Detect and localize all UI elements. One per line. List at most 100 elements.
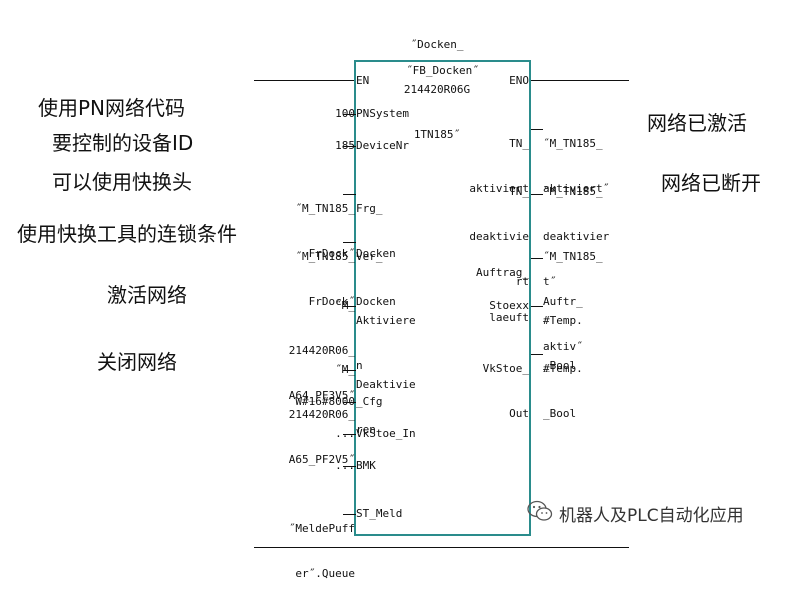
annotation-device-id: 要控制的设备ID <box>52 131 194 155</box>
output-wire <box>531 306 543 307</box>
pin-text: Auftrag_ <box>476 266 529 279</box>
pin-text: _Cfg <box>356 395 383 408</box>
actual-text: 185 <box>335 139 355 152</box>
wechat-icon <box>527 500 553 526</box>
input-pin-frg-docken[interactable]: Frg_ Docken <box>356 171 396 276</box>
input-wire <box>343 306 356 307</box>
annotation-pn-network-code: 使用PN网络代码 <box>38 96 186 120</box>
pin-text: Stoexx <box>489 299 529 312</box>
output-actual-tn-aktiviert[interactable]: ˝M_TN185_ aktiviert˝ <box>543 106 609 211</box>
input-wire <box>343 370 356 371</box>
annotation-activate-network: 激活网络 <box>107 283 187 307</box>
pin-text: DeviceNr <box>356 139 409 152</box>
input-actual-pnsystem[interactable]: 100 <box>335 106 355 121</box>
pin-text: VkStoe_In <box>356 427 416 440</box>
input-wire <box>343 194 356 195</box>
output-wire <box>531 129 543 130</box>
actual-text: #Temp. <box>543 314 583 327</box>
pin-text: Frg_ <box>356 202 383 215</box>
actual-text: A64_PF3V5˝ <box>288 389 355 402</box>
actual-text: ... <box>335 459 355 472</box>
output-actual-vkstoe-out[interactable]: #Temp. _Bool <box>543 331 583 436</box>
actual-text: t˝ <box>543 275 557 288</box>
actual-text: aktiv˝ <box>543 340 583 353</box>
output-pin-auftrag-laeuft[interactable]: Auftrag_ laeuft <box>476 235 529 340</box>
actual-text: aktiviert˝ <box>543 182 610 195</box>
input-pin-deaktivieren[interactable]: Deaktivie ren <box>356 347 416 452</box>
input-pin-bmk[interactable]: BMK <box>356 458 376 473</box>
annotation-close-network: 关闭网络 <box>97 350 177 374</box>
pin-text: TN_ <box>509 185 529 198</box>
actual-text: 214420R06_ <box>288 344 355 357</box>
input-actual-cfg[interactable]: W#16#8000 <box>295 394 355 409</box>
input-pin-devicenr[interactable]: DeviceNr <box>356 138 409 153</box>
input-wire <box>343 466 356 467</box>
eno-pin[interactable]: ENO <box>509 74 529 87</box>
input-wire <box>343 114 356 115</box>
input-wire <box>343 402 356 403</box>
input-pin-aktivieren[interactable]: Aktiviere n <box>356 283 416 388</box>
input-actual-vkstoe-in[interactable]: ... <box>335 426 355 441</box>
output-actual-auftrag-laeuft[interactable]: ˝M_TN185_ Auftr_ aktiv˝ <box>543 219 603 369</box>
actual-text: #Temp. <box>543 362 583 375</box>
watermark: 机器人及PLC自动化应用 <box>527 500 744 526</box>
input-pin-st-meld[interactable]: ST_Meld <box>356 506 402 521</box>
pin-text: aktiviert <box>469 182 529 195</box>
input-actual-deaktivieren[interactable]: ˝M_ 214420R06_ A65_PF2V5˝ <box>289 332 355 482</box>
output-wire <box>531 194 543 195</box>
pin-text: deaktivie <box>469 230 529 243</box>
input-actual-frg-docken[interactable]: ˝M_TN185_ FrDock˝ <box>295 171 355 276</box>
instance-db-name: ˝Docken_ 214420R06G 1TN185˝ <box>392 7 482 157</box>
function-block[interactable]: ˝FB_Docken˝ <box>354 60 531 536</box>
pin-text: Docken <box>356 247 396 260</box>
actual-text: er˝.Queue <box>295 567 355 580</box>
pin-text: VkStoe_ <box>482 362 529 375</box>
input-wire <box>343 434 356 435</box>
annotation-network-disconnected: 网络已断开 <box>661 171 761 195</box>
actual-text: ˝M_TN185_ <box>295 250 355 263</box>
input-wire <box>343 242 356 243</box>
actual-text: ... <box>335 427 355 440</box>
pin-text: Aktiviere <box>356 314 416 327</box>
pin-text: Deaktivie <box>356 378 416 391</box>
input-actual-aktivieren[interactable]: ˝M_ 214420R06_ A64_PF3V5˝ <box>289 268 355 418</box>
actual-text: 100 <box>335 107 355 120</box>
output-pin-stoexx[interactable]: Stoexx <box>489 298 529 313</box>
actual-text: ˝M_TN185_ <box>295 202 355 215</box>
actual-text: ˝M_TN185_ <box>543 250 603 263</box>
en-pin[interactable]: EN <box>356 74 370 87</box>
top-rail-left <box>254 80 356 81</box>
input-actual-ver-docken[interactable]: ˝M_TN185_ FrDock˝ <box>295 219 355 324</box>
annotation-quick-change-head: 可以使用快换头 <box>52 170 192 194</box>
output-pin-vkstoe-out[interactable]: VkStoe_ Out <box>483 331 529 436</box>
output-wire <box>531 258 543 259</box>
actual-text: ˝M_ <box>335 363 355 376</box>
input-pin-vkstoe-in[interactable]: VkStoe_In <box>356 426 416 441</box>
output-pin-tn-aktiviert[interactable]: TN_ aktiviert <box>469 106 529 211</box>
pin-text: BMK <box>356 459 376 472</box>
actual-text: ˝M_TN185_ <box>543 185 603 198</box>
output-pin-tn-deaktiviert[interactable]: TN_ deaktivie rt <box>469 154 529 304</box>
pin-text: PNSystem <box>356 107 409 120</box>
pin-text: TN_ <box>509 137 529 150</box>
input-pin-pnsystem[interactable]: PNSystem <box>356 106 409 121</box>
input-actual-devicenr[interactable]: 185 <box>335 138 355 153</box>
actual-text: ˝MeldePuff <box>288 522 355 535</box>
input-actual-bmk[interactable]: ... <box>335 458 355 473</box>
input-pin-cfg[interactable]: _Cfg <box>356 394 383 409</box>
actual-text: _Bool <box>543 407 577 420</box>
actual-text: A65_PF2V5˝ <box>288 453 355 466</box>
pin-text: laeuft <box>489 311 529 324</box>
output-actual-tn-deaktiviert[interactable]: ˝M_TN185_ deaktivier t˝ <box>543 154 609 304</box>
input-actual-st-meld[interactable]: ˝MeldePuff er˝.Queue <box>289 491 355 596</box>
annotation-network-activated: 网络已激活 <box>647 111 747 135</box>
actual-text: FrDock˝ <box>308 295 355 308</box>
actual-text: ˝M_ <box>335 299 355 312</box>
pin-text: Out <box>509 407 529 420</box>
input-pin-ver-docken[interactable]: Ver_ Docken <box>356 219 396 324</box>
actual-text: ˝M_TN185_ <box>543 137 603 150</box>
actual-text: W#16#8000 <box>295 395 355 408</box>
output-actual-stoexx[interactable]: #Temp. _Bool <box>543 283 583 388</box>
top-rail-right <box>531 80 629 81</box>
input-wire <box>343 146 356 147</box>
